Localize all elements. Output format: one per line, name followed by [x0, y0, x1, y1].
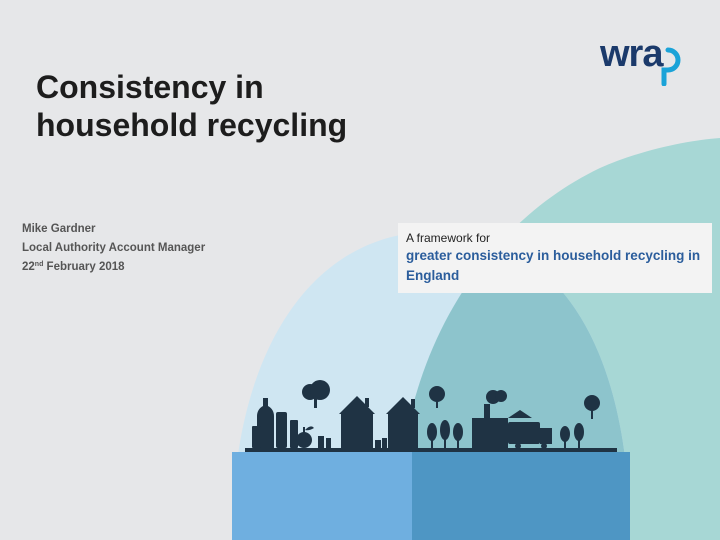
framework-callout: A framework for greater consistency in h… [398, 223, 712, 293]
ground-left [232, 452, 412, 540]
ground-right [412, 452, 630, 540]
callout-highlight: greater consistency in household recycli… [406, 248, 701, 283]
tree-icon [302, 380, 330, 408]
presenter-role: Local Authority Account Manager [22, 242, 206, 254]
fruit-icon [296, 426, 314, 448]
ground-line [245, 448, 617, 452]
callout-lead: A framework for [406, 231, 491, 245]
tree-row-icon-2 [560, 395, 600, 448]
date-day: 22 [22, 261, 35, 273]
small-bin-icon-2 [326, 438, 331, 448]
recycling-facility-icon [472, 390, 532, 448]
tree-row-icon [427, 386, 463, 448]
slide-title: Consistency in household recycling [36, 69, 348, 143]
house-icon-2 [386, 397, 420, 448]
presenter-info: Mike Gardner Local Authority Account Man… [22, 220, 205, 277]
presenter-name: Mike Gardner [22, 223, 96, 235]
presentation-date: 22nd February 2018 [22, 258, 205, 277]
svg-text:wra: wra [599, 33, 664, 75]
bottles-icon [252, 398, 298, 448]
truck-icon [508, 422, 552, 449]
wrap-logo: wra [599, 33, 681, 86]
small-bin-icon [318, 436, 324, 448]
date-rest: February 2018 [43, 261, 125, 273]
bins-icon [375, 438, 387, 448]
date-suffix: nd [34, 261, 44, 268]
town-silhouette [245, 380, 617, 452]
house-icon [339, 396, 375, 448]
